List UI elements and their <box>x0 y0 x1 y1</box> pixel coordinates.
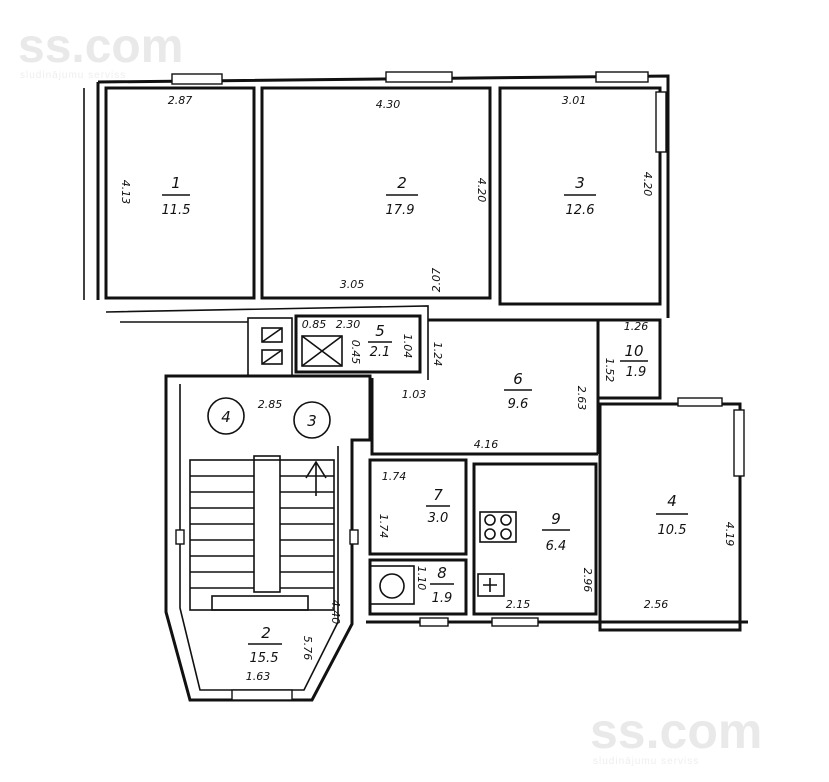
room-1-area: 11.5 <box>162 203 191 218</box>
dim-1-10: 1.10 <box>415 566 428 591</box>
dim-4-20-room2: 4.20 <box>475 178 488 203</box>
dim-2-30: 2.30 <box>336 318 361 331</box>
dim-2-15: 2.15 <box>506 598 531 611</box>
dim-1-24: 1.24 <box>431 342 444 367</box>
dim-4-13: 4.13 <box>119 180 132 205</box>
stair-arrow-icon <box>305 460 327 496</box>
room-7-outline <box>368 458 468 556</box>
room-3-outline <box>498 86 662 306</box>
room-7-number: 7 <box>433 486 443 504</box>
dim-4-19: 4.19 <box>723 522 736 547</box>
dim-0-45: 0.45 <box>349 340 362 365</box>
ventilation-box <box>301 335 343 367</box>
kitchen-sink-icon <box>477 573 505 597</box>
sink-icon <box>369 565 415 605</box>
room-10-outline <box>596 318 662 400</box>
room-3-number: 3 <box>575 174 585 192</box>
stairwell-outline <box>164 374 372 702</box>
dim-1-03: 1.03 <box>402 388 427 401</box>
dim-3-05: 3.05 <box>340 278 365 291</box>
dim-2-56: 2.56 <box>644 598 669 611</box>
room-4-area: 10.5 <box>658 523 687 538</box>
room-2-area: 17.9 <box>386 203 415 218</box>
dim-2-87: 2.87 <box>168 94 193 107</box>
dim-3-01: 3.01 <box>562 94 587 107</box>
dim-1-04: 1.04 <box>401 334 414 359</box>
room-1-outline <box>104 86 256 300</box>
room-6-number: 6 <box>513 370 523 388</box>
dim-4-40: 4.40 <box>329 600 342 625</box>
room-4-number: 4 <box>667 492 677 510</box>
room-6-area: 9.6 <box>508 397 529 412</box>
dim-2-63: 2.63 <box>575 386 588 411</box>
windows <box>171 71 745 701</box>
dim-0-85: 0.85 <box>302 318 327 331</box>
dim-2-96: 2.96 <box>581 568 594 593</box>
stair-mark-3 <box>293 401 331 439</box>
stair-mark-4 <box>207 397 245 435</box>
room-5-number: 5 <box>375 322 385 340</box>
dim-4-20-room3: 4.20 <box>641 172 654 197</box>
stairwell-area: 15.5 <box>250 651 279 666</box>
dim-5-76: 5.76 <box>301 636 314 661</box>
watermark-logo-top: ss.com <box>18 20 183 73</box>
stairwell-number: 2 <box>261 624 271 642</box>
watermark-sub-top: sludinājumu serviss <box>20 70 126 81</box>
stair-mark-4-label: 4 <box>221 408 231 426</box>
dim-4-16: 4.16 <box>474 438 499 451</box>
room-4-outline <box>598 402 742 632</box>
dim-1-74-top: 1.74 <box>382 470 407 483</box>
stove-icon <box>479 511 517 543</box>
room-2-number: 2 <box>397 174 407 192</box>
room-1-number: 1 <box>171 174 181 192</box>
dim-2-85: 2.85 <box>258 398 283 411</box>
dim-1-74-side: 1.74 <box>377 514 390 539</box>
dim-1-52: 1.52 <box>603 358 616 383</box>
room-10-area: 1.9 <box>626 365 647 380</box>
stair-flight <box>189 397 335 611</box>
room-9-number: 9 <box>551 510 561 528</box>
dim-2-07: 2.07 <box>430 268 443 293</box>
dim-1-63: 1.63 <box>246 670 271 683</box>
room-2-outline <box>260 86 492 300</box>
room-9-area: 6.4 <box>546 539 567 554</box>
watermark-sub-bottom: sludinājumu serviss <box>593 756 699 767</box>
room-8-number: 8 <box>437 564 447 582</box>
stair-mark-3-label: 3 <box>307 412 317 430</box>
dimension-labels: 2.87 4.30 3.01 4.13 4.20 4.20 3.05 2.07 … <box>119 94 736 683</box>
room-3-area: 12.6 <box>566 203 595 218</box>
dim-4-30: 4.30 <box>376 98 401 111</box>
room-10-number: 10 <box>624 342 643 360</box>
dim-1-26: 1.26 <box>624 320 649 333</box>
room-5-area: 2.1 <box>370 345 391 360</box>
room-labels: 1 11.5 2 17.9 3 12.6 4 10.5 5 2.1 6 9.6 … <box>162 174 688 666</box>
room-5-outline <box>294 314 422 374</box>
room-7-area: 3.0 <box>428 511 449 526</box>
room-8-area: 1.9 <box>432 591 453 606</box>
room-9-outline <box>472 462 598 616</box>
fixtures <box>261 327 517 605</box>
watermark-logo-bottom: ss.com <box>590 703 762 759</box>
